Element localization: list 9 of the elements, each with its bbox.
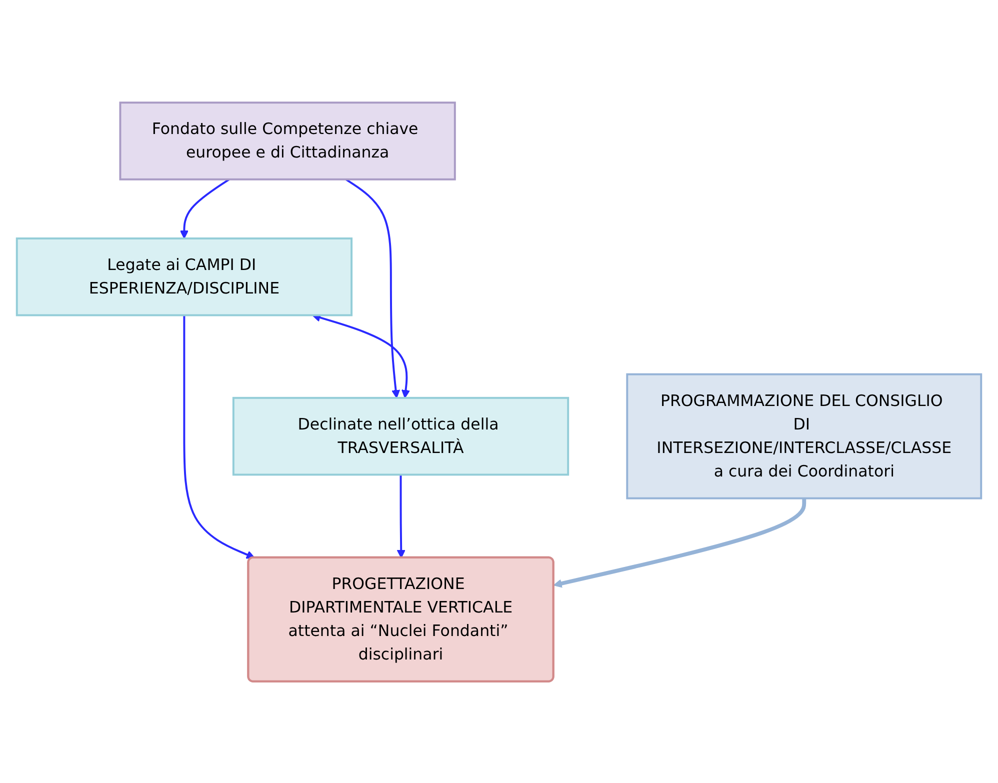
node-box: Legate ai CAMPI DI ESPERIENZA/DISCIPLINE (16, 236, 353, 316)
arrow (553, 498, 806, 588)
arrow (180, 178, 230, 238)
node-box: Fondato sulle Competenze chiave europee e di Cittadinanza (119, 101, 456, 180)
arrow (396, 474, 406, 558)
node-box: PROGRAMMAZIONE DEL CONSIGLIO DI INTERSEZIONE/INTERCLASSE/CLASSE a cura dei Coordinatori (626, 372, 982, 499)
arrow (183, 314, 255, 558)
node-box: Declinate nell’ottica della TRASVERSALITÀ (232, 396, 570, 476)
arrow (345, 178, 400, 398)
